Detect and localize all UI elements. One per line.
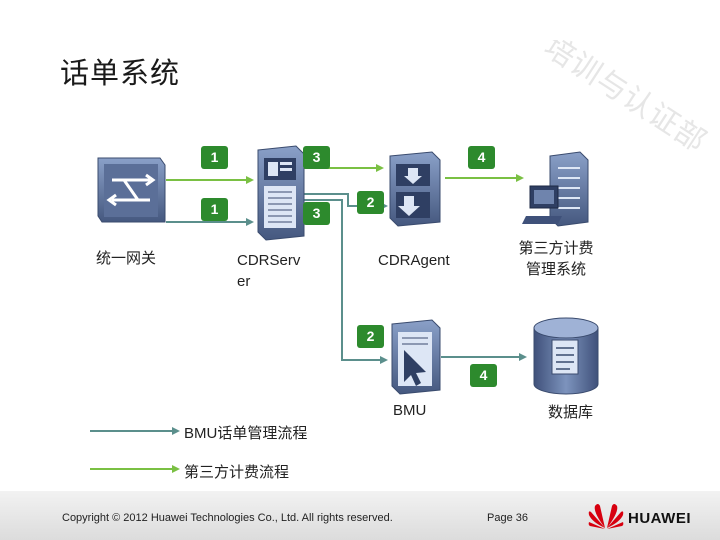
server-icon [257,145,305,241]
bmu-label: BMU [393,402,427,419]
step-badge-srv-top: 3 [303,146,330,169]
cdrserver-label-line1: CDRServ [237,252,301,269]
billing-label-line2: 管理系统 [525,261,586,278]
cdragent-label: CDRAgent [378,252,450,269]
green-flow-lines [166,164,524,184]
agent-server-icon [389,151,441,227]
svg-text:1: 1 [211,149,219,165]
huawei-logo-icon [588,504,624,529]
page-title: 话单系统 [60,58,181,90]
bmu-server-icon [391,319,441,395]
database-label: 数据库 [548,404,594,421]
billing-label: 第三方计费 管理系统 [506,238,606,280]
workstation-icon [522,151,589,227]
flow-server-to-bmu [303,199,388,364]
page-number: Page 36 [487,512,528,524]
svg-text:4: 4 [478,149,486,165]
svg-text:2: 2 [367,328,375,344]
svg-text:2: 2 [367,194,375,210]
copyright-text: Copyright © 2012 Huawei Technologies Co.… [62,512,393,524]
step-badge-agent-top: 4 [468,146,495,169]
flow-diagram: 1 1 3 3 4 2 2 4 [90,145,599,473]
svg-text:1: 1 [211,201,219,217]
gateway-switch-icon [97,157,166,223]
step-badge-srv-bottom: 3 [303,202,330,225]
svg-text:3: 3 [313,205,321,221]
step-badge-gw-bottom: 1 [201,198,228,221]
database-icon [533,317,599,395]
step-badge-agent-left: 2 [357,191,384,214]
legend-bmu-flow: BMU话单管理流程 [184,425,308,442]
svg-text:4: 4 [480,367,488,383]
step-badge-gw-top: 1 [201,146,228,169]
svg-text:3: 3 [313,149,321,165]
step-badge-bmu-bottom: 4 [470,364,497,387]
billing-label-line1: 第三方计费 [518,240,594,257]
gateway-label: 统一网关 [96,250,157,267]
legend-third-party-flow: 第三方计费流程 [184,464,290,481]
cdrserver-label-line2: er [237,273,251,290]
brand-name: HUAWEI [628,510,691,527]
cdrserver-label: CDRServ er [237,250,300,292]
step-badge-bmu-top: 2 [357,325,384,348]
